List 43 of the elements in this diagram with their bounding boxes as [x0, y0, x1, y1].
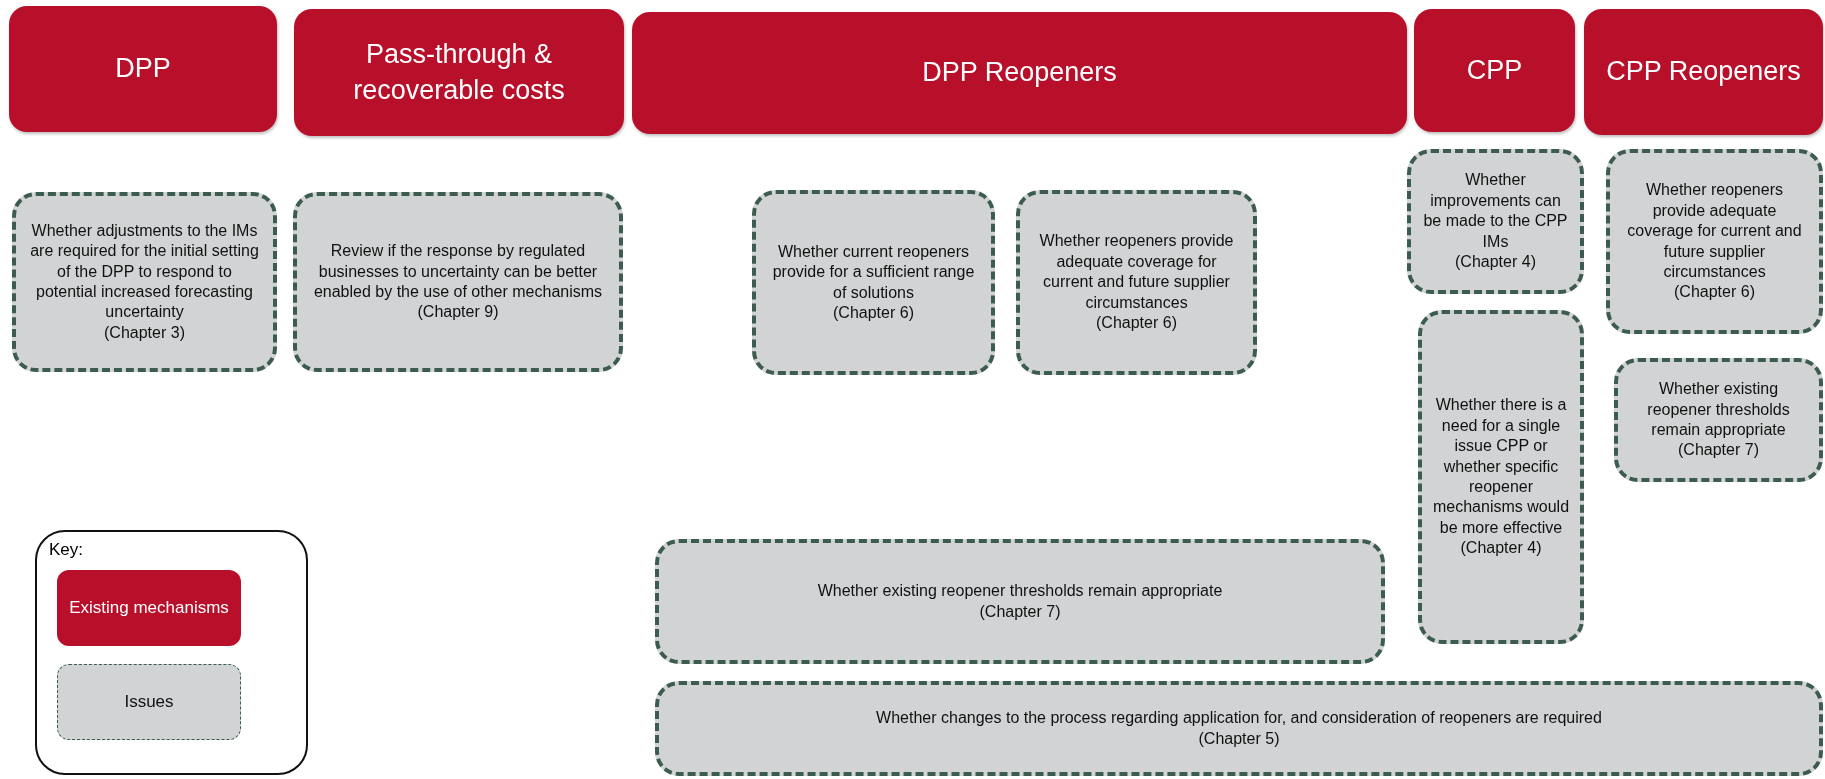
- issue-text: Whether reopeners provide adequate coverage for current and future supplier circumstances: [1038, 231, 1235, 313]
- mechanism-box: [9, 6, 277, 132]
- legend-text: Issues: [124, 690, 174, 713]
- mechanism-title: DPP Reopeners: [922, 56, 1117, 90]
- issue-box: [1418, 310, 1584, 644]
- chapter-reference: (Chapter 6): [1096, 313, 1177, 334]
- mechanism-title: DPP: [115, 52, 171, 86]
- chapter-reference: (Chapter 4): [1455, 252, 1536, 273]
- mechanism-title: CPP Reopeners: [1606, 55, 1801, 89]
- chapter-reference: (Chapter 5): [1198, 728, 1280, 749]
- chapter-reference: (Chapter 7): [979, 601, 1061, 622]
- issue-text: Whether changes to the process regarding application for, and consideration of reopeners are required: [876, 708, 1602, 729]
- issue-box: [293, 192, 623, 372]
- issue-box: [1407, 149, 1584, 294]
- issue-text: Whether existing reopener thresholds remain appropriate: [1646, 379, 1791, 440]
- issue-box: [752, 190, 995, 375]
- mechanism-box: [1414, 9, 1575, 132]
- issue-box: [1614, 358, 1823, 482]
- chapter-reference: (Chapter 6): [833, 302, 914, 323]
- issue-text: Whether adjustments to the IMs are required for the initial setting of the DPP to respond to potential increased forecasting uncertainty: [29, 220, 260, 323]
- chapter-reference: (Chapter 7): [1678, 440, 1759, 461]
- chapter-reference: (Chapter 6): [1674, 282, 1755, 303]
- key-heading: Key:: [49, 540, 84, 560]
- issue-box: [12, 192, 277, 372]
- issue-box: [1016, 190, 1257, 375]
- issue-text: Whether there is a need for a single issue CPP or whether specific reopener mechanisms would be more effective: [1432, 395, 1570, 538]
- chapter-reference: (Chapter 9): [417, 302, 499, 323]
- issue-box: [655, 539, 1385, 664]
- mechanism-title: Pass-through & recoverable costs: [352, 38, 566, 107]
- chapter-reference: (Chapter 3): [104, 322, 185, 343]
- issue-box: [655, 681, 1823, 776]
- issue-text: Whether current reopeners provide for a sufficient range of solutions: [771, 241, 976, 303]
- issue-text: Whether improvements can be made to the CPP IMs: [1422, 170, 1569, 252]
- mechanism-box: [1584, 9, 1823, 135]
- legend-text: Existing mechanisms: [69, 596, 229, 619]
- mechanism-box: [294, 9, 624, 136]
- mechanism-title: CPP: [1466, 53, 1523, 87]
- mechanism-box: [632, 12, 1407, 134]
- issue-text: Whether existing reopener thresholds remain appropriate: [817, 581, 1223, 602]
- issue-text: Review if the response by regulated businesses to uncertainty can be better enabled by the use of other mechanisms: [312, 241, 604, 302]
- issue-box: [1606, 149, 1823, 334]
- chapter-reference: (Chapter 4): [1460, 538, 1542, 559]
- issue-text: Whether reopeners provide adequate coverage for current and future supplier circumstances: [1626, 180, 1803, 282]
